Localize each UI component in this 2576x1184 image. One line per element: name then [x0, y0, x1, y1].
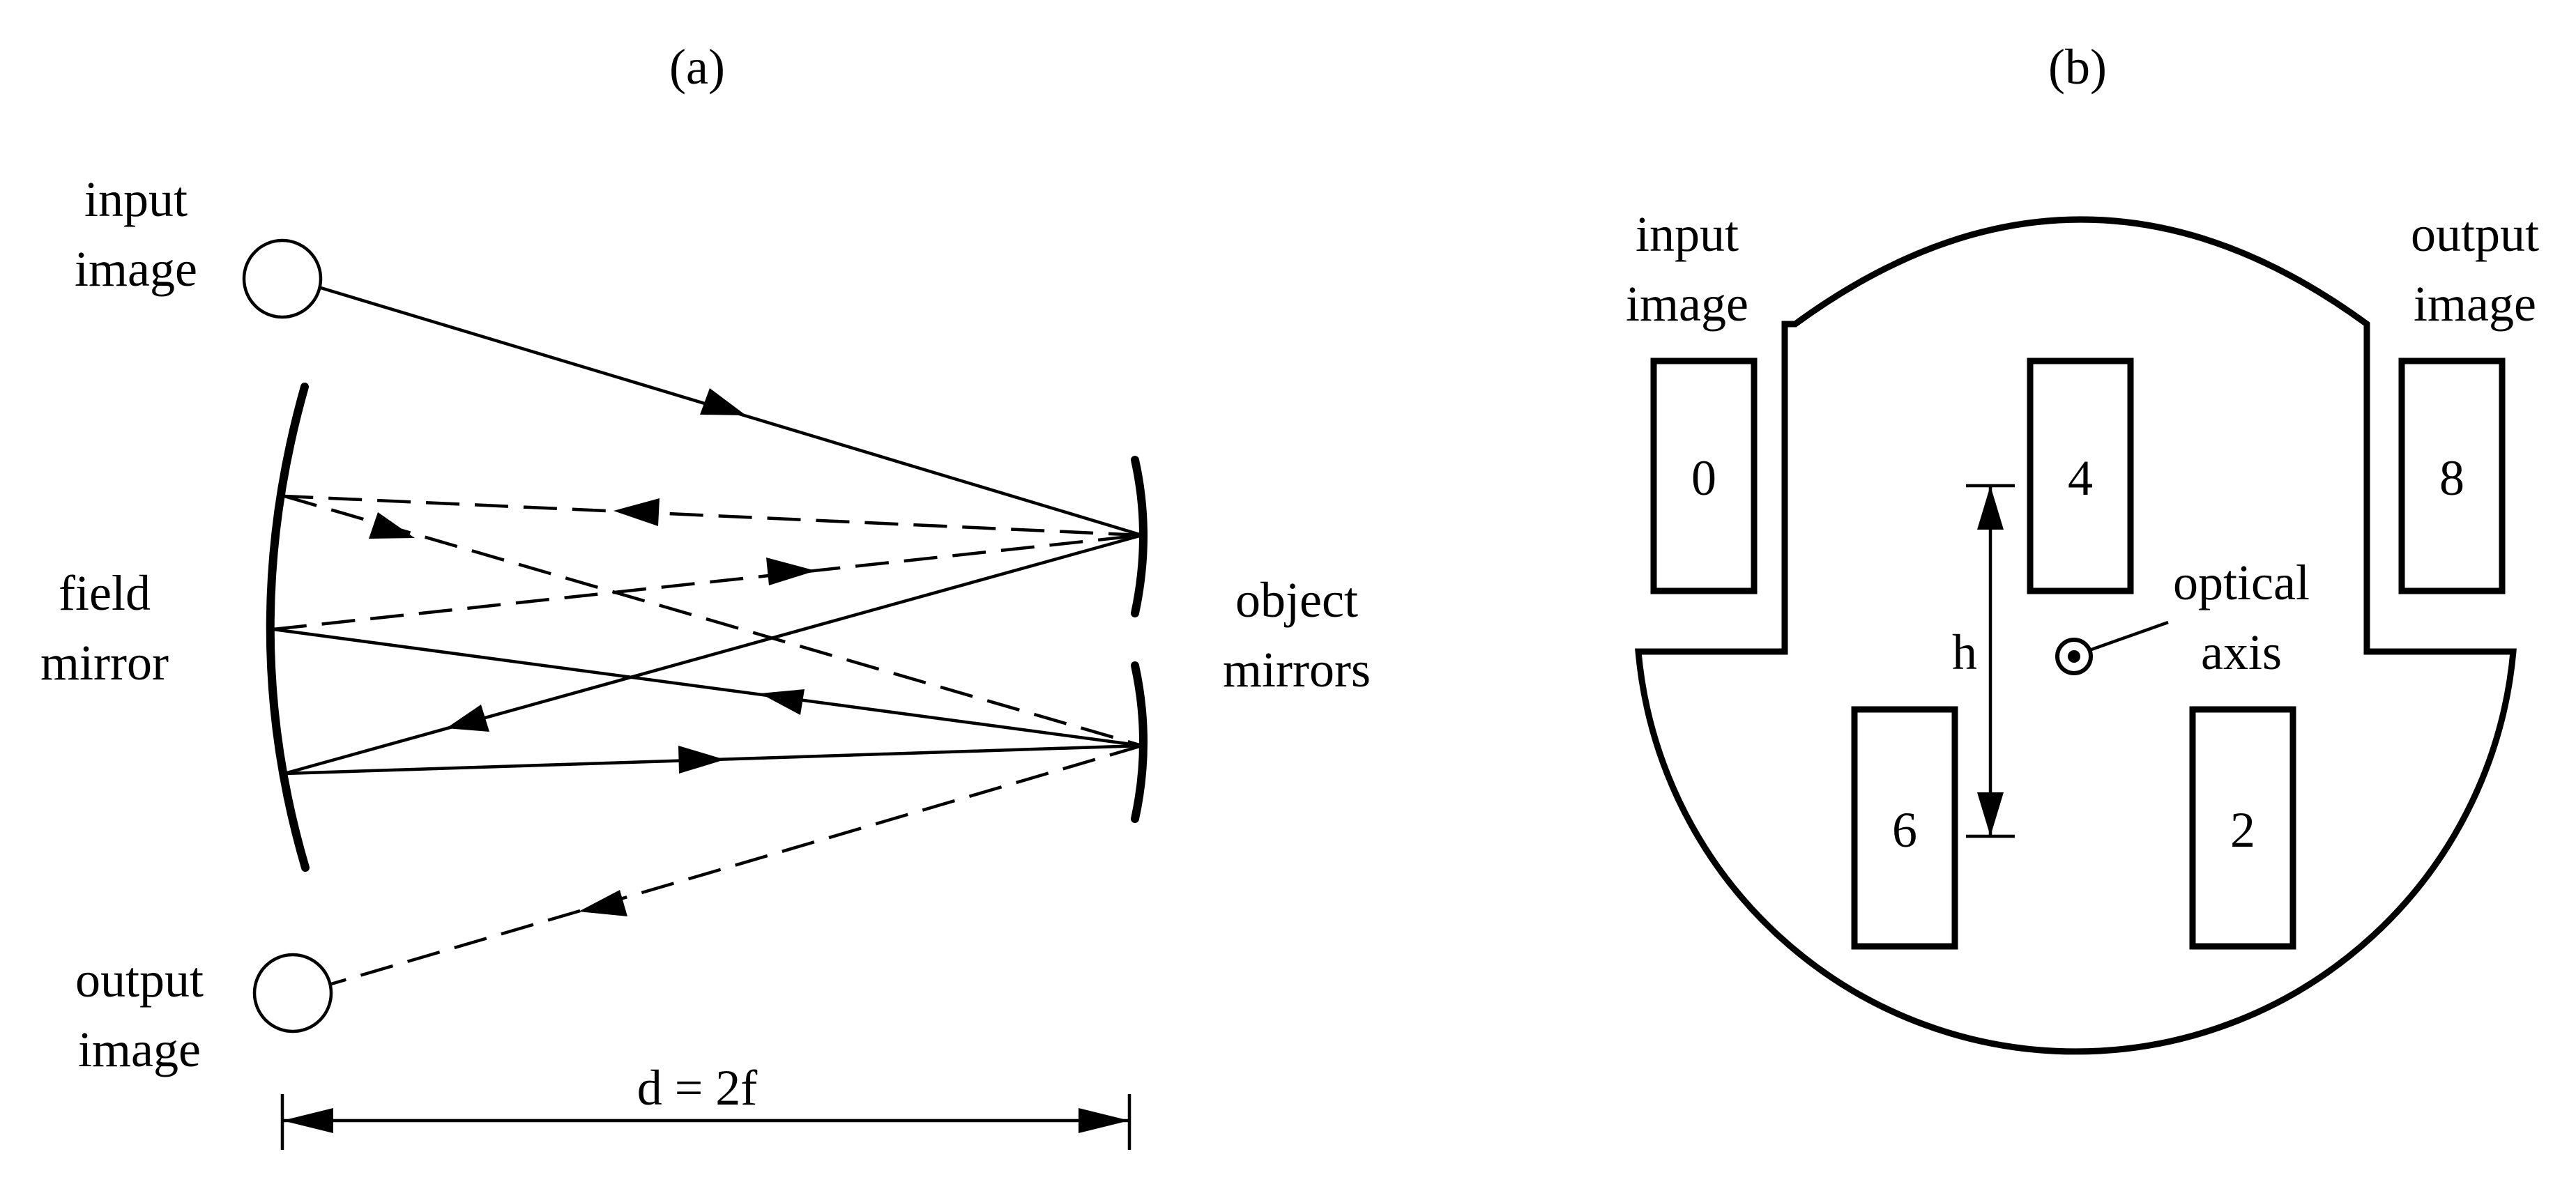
input-image-label-b-line1: input — [1636, 206, 1739, 262]
ray-dashed-object-lower-to-output — [330, 744, 1143, 986]
optical-axis-leader — [2091, 620, 2169, 652]
ray-arrow-7 — [766, 558, 816, 585]
distance-label: d = 2f — [637, 1060, 758, 1116]
ray-arrow-3 — [760, 689, 805, 715]
object-mirror-upper — [1131, 456, 1148, 617]
object-mirrors-label-line1: object — [1235, 572, 1358, 628]
ray-arrow-4 — [678, 746, 725, 774]
slot-6 — [1851, 706, 1958, 950]
ray-field-mid-to-object-lower — [273, 627, 1143, 748]
slot-2-label: 2 — [2230, 802, 2255, 858]
panel-b: (b) input image output image 0 4 8 6 2 o… — [1626, 39, 2539, 1055]
slot-0 — [1650, 357, 1758, 594]
input-image-label-a-line2: image — [75, 241, 197, 297]
output-image-label-b-line2: image — [2414, 276, 2536, 332]
distance-arrow-right — [1079, 1108, 1129, 1133]
output-image-circle — [252, 953, 333, 1033]
optical-axis-label-line1: optical — [2173, 555, 2310, 610]
output-image-label-a-line1: output — [75, 952, 204, 1008]
ray-dashed-field-mid-to-object-upper — [273, 533, 1143, 631]
ray-arrow-8 — [579, 890, 627, 916]
output-image-label-b-line1: output — [2411, 206, 2539, 262]
output-image-label-a-line2: image — [78, 1022, 201, 1077]
slot-4 — [2027, 357, 2134, 594]
height-arrow-top — [1977, 486, 2004, 530]
ray-dashed-object-upper-to-field-top — [284, 494, 1143, 537]
object-mirror-lower — [1131, 661, 1148, 823]
panel-a: (a) input image field mirror object mirr… — [40, 39, 1371, 1150]
input-image-label-a-line1: input — [84, 171, 188, 227]
height-label: h — [1952, 624, 1977, 680]
slot-2 — [2189, 706, 2296, 950]
field-mirror-label-line1: field — [59, 565, 151, 621]
panel-b-label: (b) — [2048, 39, 2107, 95]
slot-8-label: 8 — [2439, 450, 2464, 506]
input-image-circle — [242, 238, 323, 319]
ray-dashed-field-top-to-object-lower — [284, 494, 1143, 748]
ray-arrow-2 — [446, 705, 489, 732]
panel-a-label: (a) — [669, 39, 725, 95]
slot-0-label: 0 — [1691, 450, 1716, 506]
optical-axis-dot — [2068, 650, 2080, 663]
slot-6-label: 6 — [1892, 802, 1917, 858]
height-arrow-bottom — [1977, 792, 2004, 836]
distance-arrow-left — [282, 1108, 333, 1133]
slot-8 — [2398, 357, 2506, 594]
ray-arrow-5 — [613, 498, 660, 526]
slot-4-label: 4 — [2068, 450, 2093, 506]
optical-axis-label-line2: axis — [2201, 624, 2282, 680]
optical-axis-marker — [2055, 638, 2093, 675]
mirror-outline — [1635, 216, 2517, 1055]
field-mirror — [266, 383, 310, 872]
ray-object-upper-to-field-low — [284, 533, 1143, 776]
ray-arrow-1 — [700, 388, 746, 415]
input-image-label-b-line2: image — [1626, 276, 1748, 332]
ray-arrow-6 — [369, 512, 415, 539]
field-mirror-label-line2: mirror — [40, 635, 169, 691]
object-mirrors-label-line2: mirrors — [1223, 642, 1371, 698]
